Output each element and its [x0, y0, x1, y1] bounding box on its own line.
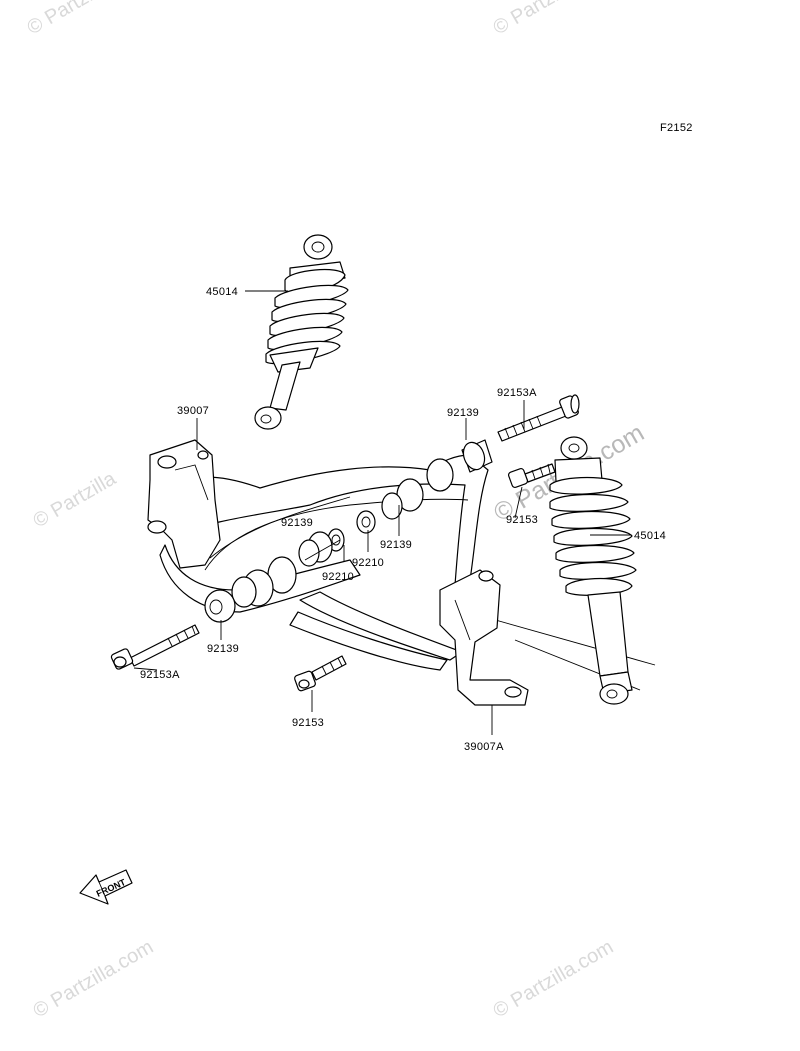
watermark-bottom-left: © Partzilla.com: [30, 936, 158, 1022]
label-bolt-long-top: 92153A: [497, 387, 537, 399]
bracket-right: [439, 569, 529, 706]
label-bracket-right: 39007A: [464, 741, 504, 753]
watermark-mid-left: © Partzilla: [30, 467, 121, 532]
bushings: [204, 439, 493, 623]
bolts: [110, 394, 580, 692]
label-collar-a: 92210: [352, 557, 384, 569]
leader-lines: [133, 290, 631, 735]
figure-code: F2152: [660, 122, 693, 134]
bolt-short-bottom: [294, 655, 347, 692]
label-bushing-right-top: 92139: [447, 407, 479, 419]
label-bolt-long-left: 92153A: [140, 669, 180, 681]
shock-upper: [254, 234, 349, 430]
label-bushing-mid-a: 92139: [281, 517, 313, 529]
watermark-top-right: © Partzilla: [490, 0, 581, 39]
watermark-bottom-right: © Partzilla.com: [490, 936, 618, 1022]
watermark-group: © Partzilla © Partzilla © Partzilla © Pa…: [24, 0, 649, 1022]
label-shock-upper: 45014: [206, 286, 238, 298]
watermark-top-left: © Partzilla: [24, 0, 115, 39]
label-shock-right: 45014: [634, 530, 666, 542]
label-bolt-short-right: 92153: [506, 514, 538, 526]
part-labels: 45014 39007 92139 92153A 45014 92153 921…: [140, 286, 666, 753]
label-bushing-left: 92139: [207, 643, 239, 655]
label-collar-b: 92210: [322, 571, 354, 583]
bolt-long-top: [497, 394, 580, 442]
front-arrow: FRONT: [79, 869, 133, 905]
bolt-short-right: [507, 463, 556, 489]
label-bolt-short-bottom: 92153: [292, 717, 324, 729]
label-bracket-left: 39007: [177, 405, 209, 417]
shock-right: [549, 436, 637, 705]
bracket-left: [147, 439, 221, 569]
label-bushing-mid-b: 92139: [380, 539, 412, 551]
bolt-long-left: [110, 624, 200, 670]
